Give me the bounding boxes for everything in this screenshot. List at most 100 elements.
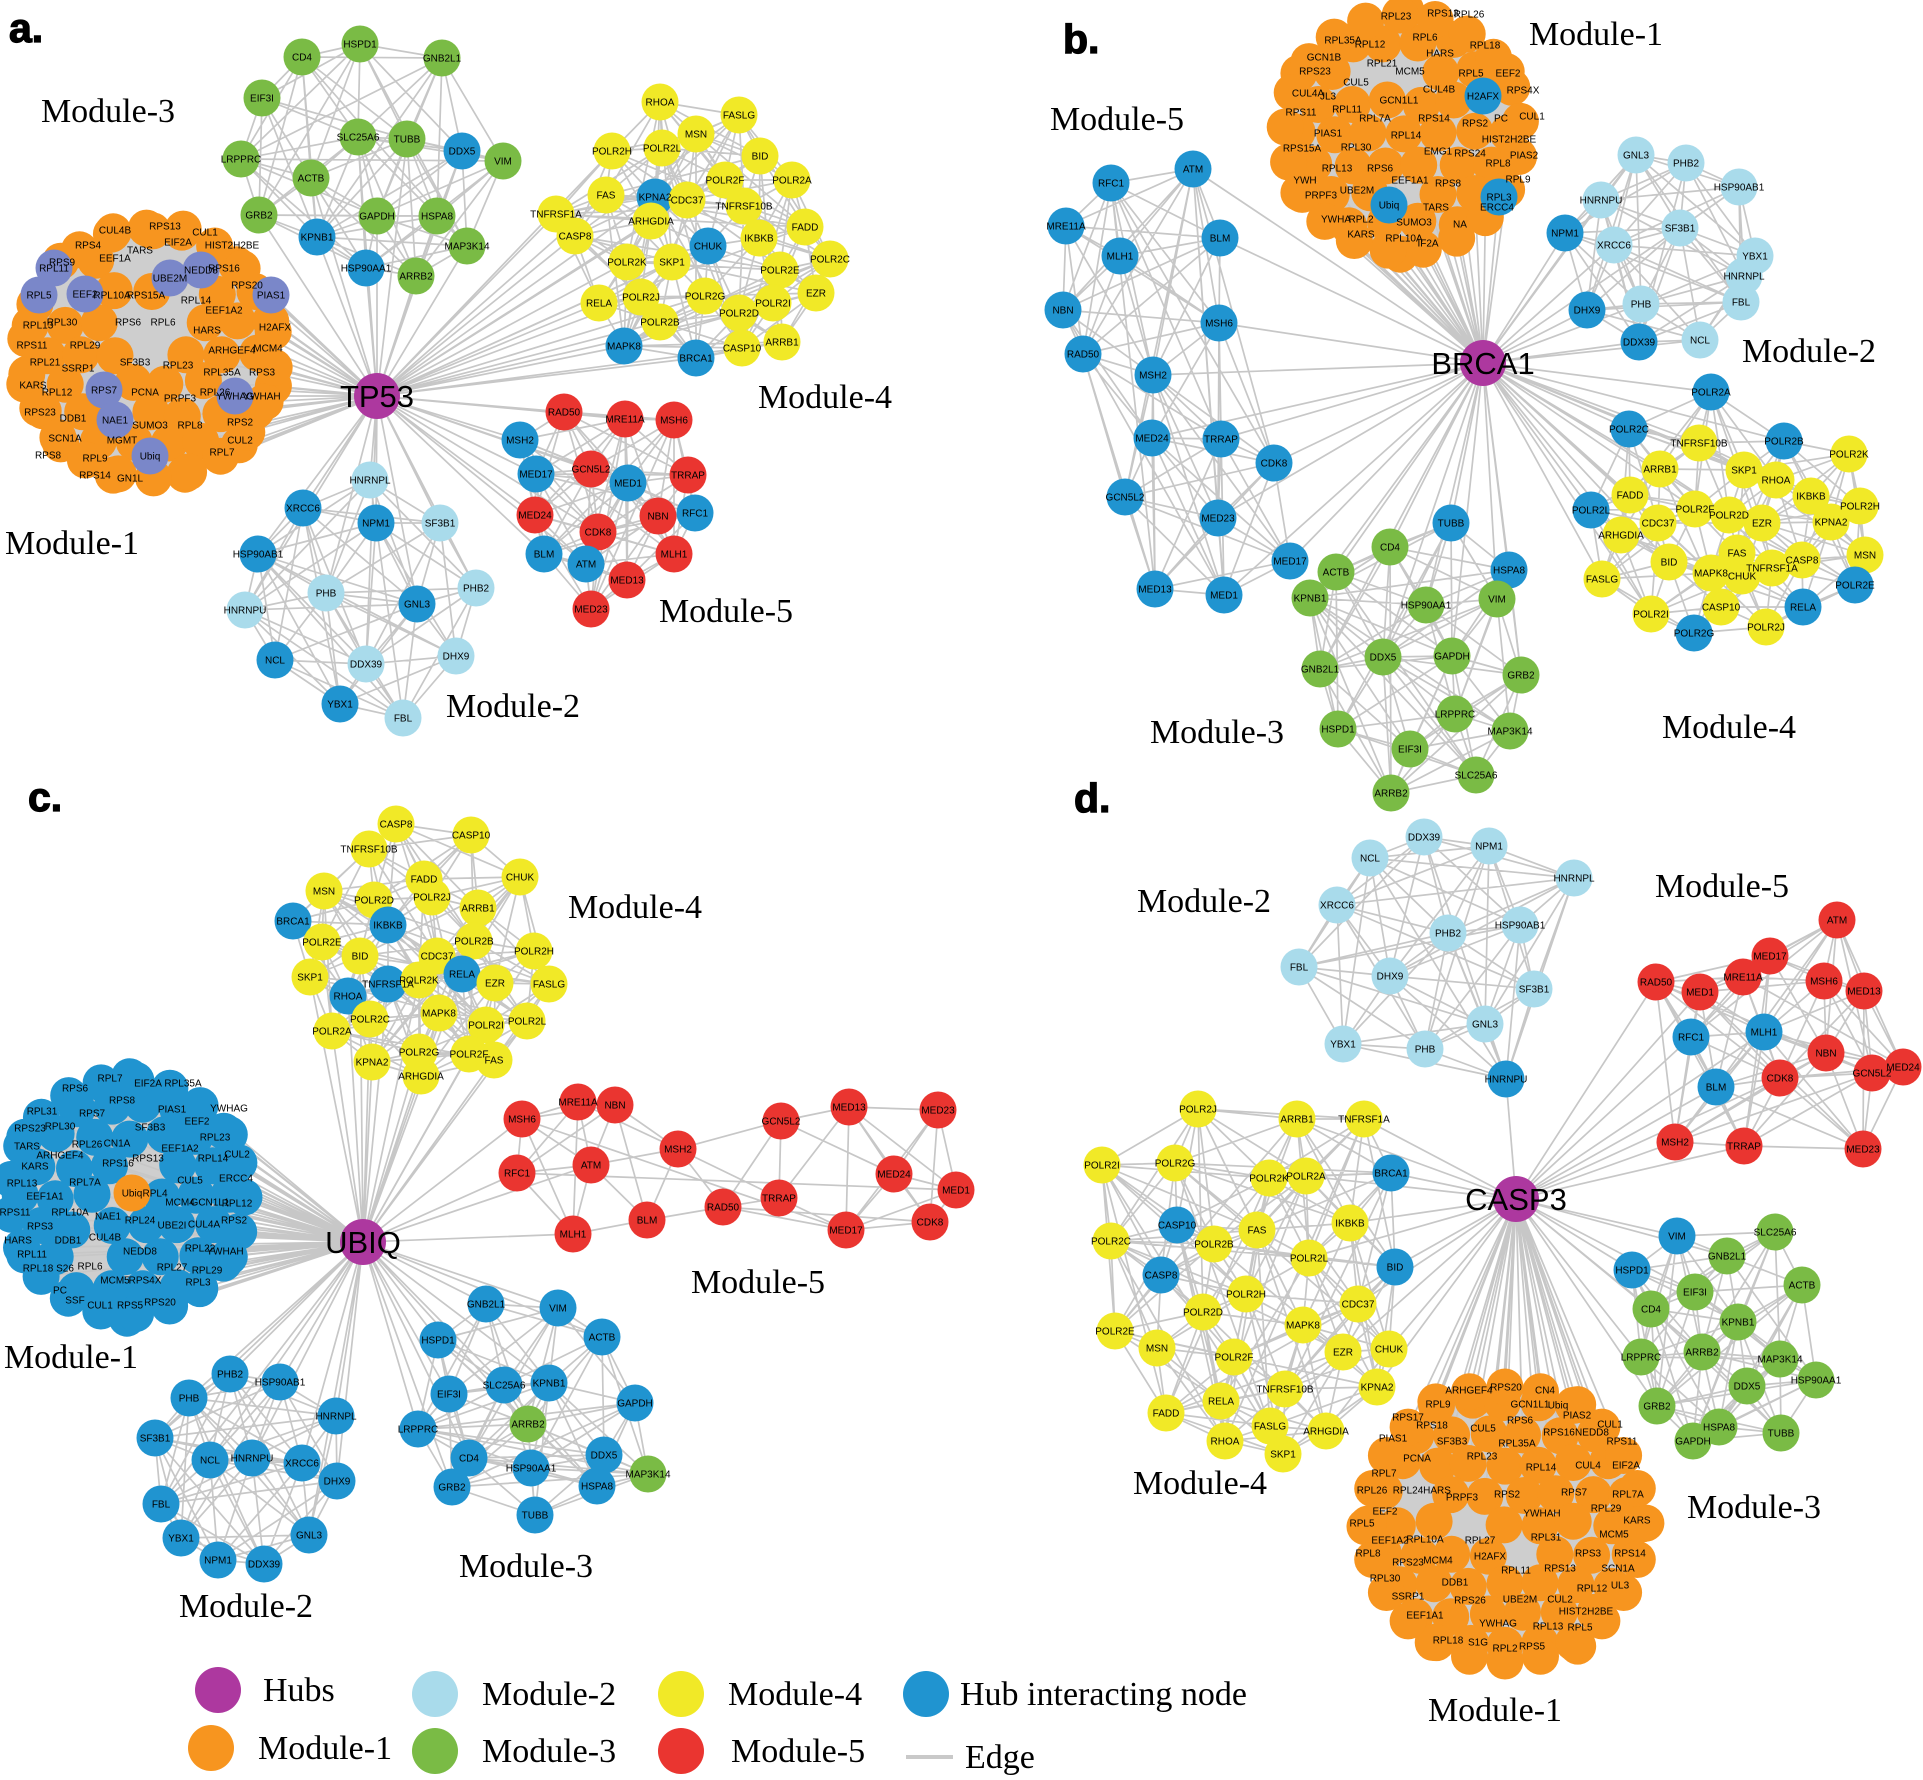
svg-text:EIF3I: EIF3I: [1683, 1288, 1707, 1299]
svg-text:MRE11A: MRE11A: [1046, 222, 1086, 233]
svg-text:EIF3I: EIF3I: [1398, 745, 1422, 756]
svg-text:MCM4: MCM4: [165, 1198, 195, 1209]
svg-text:CUL4: CUL4: [1575, 1461, 1601, 1472]
svg-text:ARRB1: ARRB1: [1643, 465, 1677, 476]
svg-text:POLR2C: POLR2C: [350, 1015, 390, 1026]
svg-text:KPNA2: KPNA2: [1815, 518, 1848, 529]
svg-text:TUBB: TUBB: [522, 1511, 549, 1522]
svg-text:c.: c.: [28, 774, 62, 820]
svg-text:YBX1: YBX1: [327, 700, 353, 711]
svg-text:SF3B1: SF3B1: [1519, 985, 1550, 996]
svg-text:DDX5: DDX5: [1370, 653, 1397, 664]
svg-text:RPL7: RPL7: [1371, 1469, 1396, 1480]
svg-text:DHX9: DHX9: [324, 1477, 351, 1488]
svg-text:NAE1: NAE1: [95, 1212, 122, 1223]
svg-text:GRB2: GRB2: [245, 211, 273, 222]
svg-text:CASP10: CASP10: [1158, 1221, 1197, 1232]
svg-text:RHOA: RHOA: [1211, 1437, 1240, 1448]
svg-text:ATM: ATM: [1827, 916, 1847, 927]
svg-text:POLR2K: POLR2K: [399, 976, 439, 987]
svg-text:YWHAG: YWHAG: [210, 1104, 248, 1115]
svg-text:KPNB1: KPNB1: [301, 233, 334, 244]
svg-text:TARS: TARS: [14, 1142, 40, 1153]
svg-text:RPL7: RPL7: [97, 1074, 122, 1085]
svg-text:FASLG: FASLG: [723, 111, 755, 122]
svg-text:MSN: MSN: [685, 130, 707, 141]
svg-text:NPM1: NPM1: [362, 519, 390, 530]
svg-text:VIM: VIM: [1668, 1232, 1686, 1243]
svg-text:GCN1L1: GCN1L1: [1511, 1400, 1550, 1411]
svg-text:EZR: EZR: [485, 979, 505, 990]
svg-text:ARRB1: ARRB1: [1280, 1115, 1314, 1126]
svg-text:CUL2: CUL2: [224, 1150, 250, 1161]
svg-text:RPS14: RPS14: [1614, 1549, 1646, 1560]
svg-text:CUL1: CUL1: [1519, 112, 1545, 123]
svg-text:H2AFX: H2AFX: [259, 323, 292, 334]
svg-text:MSH2: MSH2: [664, 1145, 692, 1156]
svg-text:CUL4A: CUL4A: [188, 1220, 221, 1231]
svg-text:TRRAP: TRRAP: [671, 471, 705, 482]
svg-text:NEDD8: NEDD8: [123, 1247, 157, 1258]
svg-text:RPL10A: RPL10A: [51, 1208, 89, 1219]
svg-text:RPL23: RPL23: [1381, 12, 1412, 23]
svg-text:KARS: KARS: [21, 1162, 49, 1173]
svg-text:CHUK: CHUK: [694, 242, 723, 253]
svg-text:PIAS1: PIAS1: [1379, 1434, 1408, 1445]
svg-text:GCN5L2: GCN5L2: [1106, 493, 1145, 504]
svg-text:ACTB: ACTB: [1789, 1281, 1816, 1292]
svg-text:FADD: FADD: [792, 223, 819, 234]
svg-text:MCM5: MCM5: [1599, 1530, 1629, 1541]
svg-text:POLR2H: POLR2H: [592, 147, 632, 158]
svg-text:GNL3: GNL3: [1472, 1020, 1499, 1031]
svg-text:RPL21: RPL21: [1367, 59, 1398, 70]
svg-text:CHUK: CHUK: [506, 873, 535, 884]
svg-text:Module-4: Module-4: [758, 379, 892, 416]
svg-text:S26: S26: [56, 1264, 74, 1275]
svg-text:TRRAP: TRRAP: [1727, 1142, 1761, 1153]
svg-text:YWHAH: YWHAH: [1523, 1509, 1560, 1520]
svg-text:CD4: CD4: [459, 1454, 479, 1465]
svg-text:IKBKB: IKBKB: [1335, 1219, 1365, 1230]
svg-text:CHUK: CHUK: [1375, 1345, 1404, 1356]
svg-text:RPL30: RPL30: [45, 1122, 76, 1133]
svg-text:RPS23: RPS23: [24, 408, 56, 419]
svg-text:Module-2: Module-2: [1137, 883, 1271, 920]
svg-text:RPL31: RPL31: [27, 1107, 58, 1118]
svg-text:MSH6: MSH6: [1810, 977, 1838, 988]
svg-text:IKBKB: IKBKB: [744, 234, 774, 245]
svg-text:EEF1A2: EEF1A2: [161, 1144, 199, 1155]
svg-text:RPL18: RPL18: [23, 1264, 54, 1275]
svg-text:CASP8: CASP8: [380, 820, 413, 831]
svg-text:Module-2: Module-2: [482, 1676, 616, 1713]
svg-text:EZR: EZR: [806, 289, 826, 300]
svg-text:CASP8: CASP8: [1145, 1271, 1178, 1282]
svg-text:POLR2H: POLR2H: [514, 947, 554, 958]
svg-text:NBN: NBN: [1815, 1049, 1836, 1060]
svg-text:RPL30: RPL30: [1370, 1574, 1401, 1585]
svg-text:BRCA1: BRCA1: [1431, 346, 1534, 381]
svg-text:RPL26: RPL26: [72, 1140, 103, 1151]
svg-text:EEF1A1: EEF1A1: [26, 1192, 64, 1203]
svg-text:TNFRSF10B: TNFRSF10B: [340, 845, 398, 856]
svg-text:DDX5: DDX5: [591, 1451, 618, 1462]
svg-text:RPL10A: RPL10A: [1406, 1535, 1444, 1546]
svg-text:RPL2: RPL2: [1348, 215, 1373, 226]
svg-text:UBE2M: UBE2M: [1503, 1595, 1537, 1606]
svg-text:RPS7: RPS7: [1561, 1488, 1588, 1499]
svg-text:RPS13: RPS13: [149, 222, 181, 233]
svg-text:CDC37: CDC37: [671, 196, 704, 207]
svg-text:RPS16: RPS16: [102, 1159, 134, 1170]
svg-text:RPS11: RPS11: [0, 1208, 31, 1219]
svg-text:CUL4B: CUL4B: [99, 226, 132, 237]
svg-text:RPS26: RPS26: [1454, 1596, 1486, 1607]
svg-text:RPL35A: RPL35A: [1498, 1439, 1536, 1450]
svg-text:RPL7A: RPL7A: [1612, 1490, 1644, 1501]
svg-text:MAPK8: MAPK8: [1286, 1321, 1320, 1332]
svg-text:ARRB2: ARRB2: [511, 1420, 545, 1431]
svg-text:Module-5: Module-5: [1655, 868, 1789, 905]
svg-text:RPL24: RPL24: [1393, 1486, 1424, 1497]
svg-text:POLR2B: POLR2B: [1194, 1240, 1234, 1251]
svg-text:RPL12: RPL12: [222, 1199, 253, 1210]
svg-text:SF3B1: SF3B1: [140, 1434, 171, 1445]
svg-text:RPS6: RPS6: [62, 1084, 89, 1095]
